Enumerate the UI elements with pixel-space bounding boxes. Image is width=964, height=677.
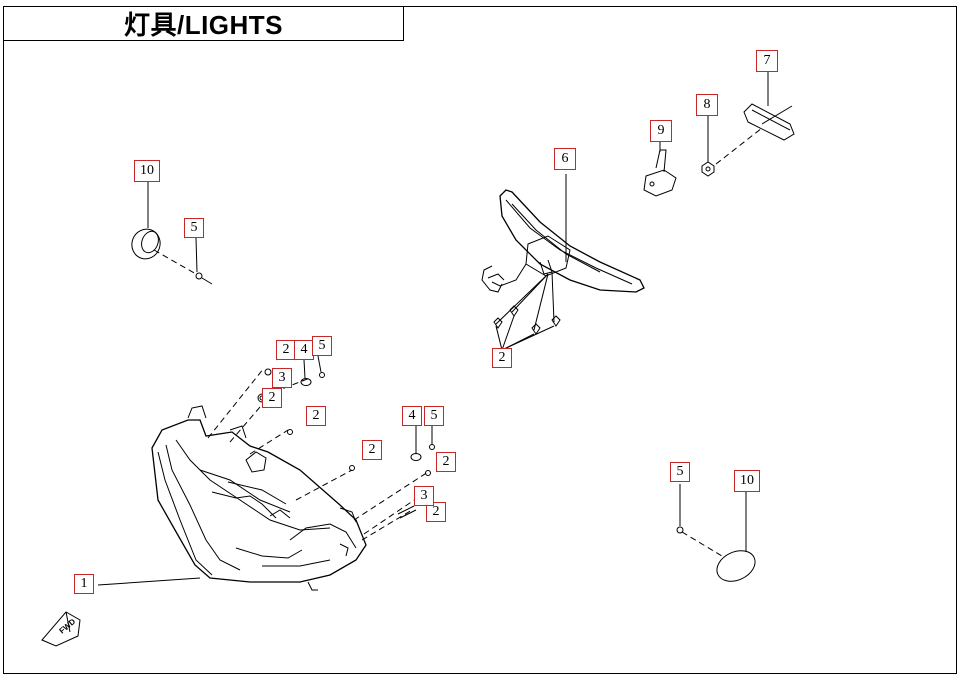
callout-10: 10: [134, 160, 160, 182]
callout-5: 5: [312, 336, 332, 356]
callout-6: 6: [554, 148, 576, 170]
callout-3: 3: [414, 486, 434, 506]
callout-3: 3: [272, 368, 292, 388]
callout-2: 2: [262, 388, 282, 408]
callout-2: 2: [426, 502, 446, 522]
callout-2: 2: [436, 452, 456, 472]
callout-5: 5: [424, 406, 444, 426]
side-reflector-right: [676, 484, 756, 582]
diagram-title: 灯具/LIGHTS: [3, 6, 404, 41]
callout-4: 4: [294, 340, 314, 360]
headlight-fasteners: [257, 368, 435, 519]
callout-2: 2: [492, 348, 512, 368]
tail-light-assembly: [481, 174, 645, 335]
diagram-frame: [3, 6, 957, 674]
fwd-arrow: [41, 611, 81, 647]
headlight-assembly: [151, 405, 367, 591]
callout-8: 8: [696, 94, 718, 116]
callout-2: 2: [362, 440, 382, 460]
callout-10: 10: [734, 470, 760, 492]
callout-4: 4: [402, 406, 422, 426]
license-bracket-part: [643, 149, 677, 197]
callout-7: 7: [756, 50, 778, 72]
callout-5: 5: [184, 218, 204, 238]
fwd-label: FWD: [58, 617, 78, 636]
side-reflector-left: [131, 180, 213, 285]
rear-reflector: [715, 103, 795, 165]
callout-2: 2: [306, 406, 326, 426]
callout-5: 5: [670, 462, 690, 482]
nut-part-8: [701, 161, 715, 177]
callout-9: 9: [650, 120, 672, 142]
callout-1: 1: [74, 574, 94, 594]
callout-2: 2: [276, 340, 296, 360]
callout-leaders: [97, 72, 769, 586]
